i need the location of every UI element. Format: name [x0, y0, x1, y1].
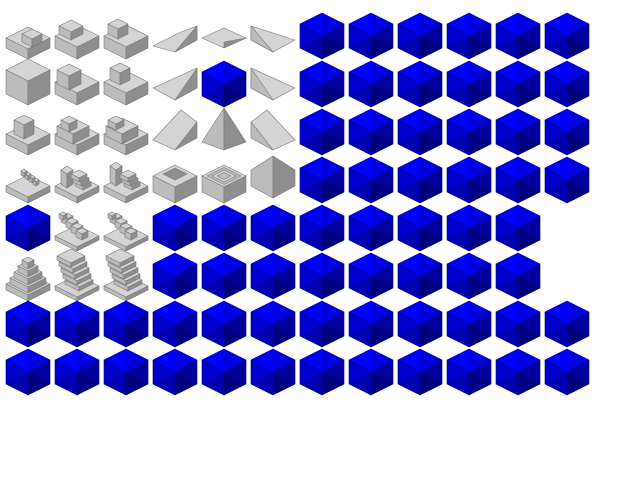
gray-slope-peak-tile: [201, 107, 247, 151]
blue-hex-tile: [250, 348, 296, 396]
blue-hex-tile: [348, 108, 394, 156]
blue-hex-tile: [397, 60, 443, 108]
blue-hex-tile: [201, 348, 247, 396]
gray-block-steps-tile: [54, 115, 100, 156]
blue-hex-tile: [103, 348, 149, 396]
blue-hex-tile: [495, 348, 541, 396]
blue-hex-tile: [299, 300, 345, 348]
blue-hex-tile: [348, 348, 394, 396]
blue-hex-tile: [54, 348, 100, 396]
gray-block-corner-cut-tile: [54, 63, 100, 106]
gray-ramp-flat-sw-tile: [201, 27, 247, 49]
gray-block-steps-right-tile: [103, 115, 149, 156]
blue-hex-tile: [544, 156, 590, 204]
blue-hex-tile: [152, 348, 198, 396]
blue-hex-tile: [299, 108, 345, 156]
blue-hex-tile: [348, 60, 394, 108]
blue-hex-tile: [201, 204, 247, 252]
blue-hex-tile: [152, 204, 198, 252]
gray-ramp-flat-se-tile: [250, 25, 296, 53]
blue-hex-tile: [446, 156, 492, 204]
blue-hex-tile: [397, 12, 443, 60]
blue-hex-tile: [495, 156, 541, 204]
blue-hex-tile: [250, 252, 296, 300]
blue-hex-tile: [348, 12, 394, 60]
blue-hex-tile: [397, 108, 443, 156]
blue-hex-tile: [5, 348, 51, 396]
blue-hex-tile: [54, 300, 100, 348]
blue-hex-tile: [446, 12, 492, 60]
gray-slope-left-tile: [152, 109, 198, 151]
gray-block-corner-cut-right-tile: [103, 62, 149, 106]
blue-hex-tile: [348, 300, 394, 348]
gray-ramp-cross-left-tile: [152, 67, 198, 101]
blue-hex-tile: [397, 204, 443, 252]
gray-slope-right-tile: [250, 109, 296, 151]
blue-hex-tile: [397, 156, 443, 204]
blue-hex-tile: [5, 204, 51, 252]
blue-hex-tile: [544, 60, 590, 108]
blue-hex-tile: [446, 204, 492, 252]
gray-stairs-step-wall-tile: [54, 165, 100, 204]
gray-stairs-tall-right-tile: [103, 248, 149, 302]
blue-hex-tile: [348, 252, 394, 300]
blue-hex-tile: [299, 252, 345, 300]
blue-hex-tile: [495, 108, 541, 156]
blue-hex-tile: [397, 252, 443, 300]
blue-hex-tile: [446, 348, 492, 396]
blue-hex-tile: [495, 300, 541, 348]
blue-hex-tile: [201, 252, 247, 300]
blue-hex-tile: [348, 156, 394, 204]
blue-hex-tile: [544, 12, 590, 60]
blue-hex-tile: [103, 300, 149, 348]
blue-hex-tile: [201, 300, 247, 348]
blue-hex-tile: [495, 204, 541, 252]
gray-stairs-tall-tile: [54, 248, 100, 302]
blue-hex-tile: [5, 300, 51, 348]
gray-stairs-diagonal-right-tile: [103, 211, 149, 252]
blue-hex-tile: [299, 12, 345, 60]
gray-block-full-tile: [5, 58, 51, 106]
gray-stairs-step-wall-right-tile: [103, 161, 149, 204]
blue-hex-tile: [201, 60, 247, 108]
blue-hex-tile: [299, 156, 345, 204]
gray-stairs-low-tile: [5, 168, 51, 204]
blue-hex-tile: [250, 204, 296, 252]
gray-ramp-flat-tile: [152, 25, 198, 53]
blue-hex-tile: [446, 108, 492, 156]
blue-hex-tile: [495, 252, 541, 300]
blue-hex-tile: [446, 300, 492, 348]
gray-ramp-cross-right-tile: [250, 67, 296, 101]
blue-hex-tile: [544, 108, 590, 156]
blue-hex-tile: [397, 300, 443, 348]
gray-block-pillar-tile: [5, 114, 51, 156]
blue-hex-tile: [299, 204, 345, 252]
gray-pyramid-steps-inner-tile: [201, 164, 247, 204]
blue-hex-tile: [544, 348, 590, 396]
gray-block-low-tile: [5, 26, 51, 60]
blue-hex-tile: [446, 252, 492, 300]
blue-hex-tile: [544, 300, 590, 348]
blue-hex-tile: [152, 252, 198, 300]
blue-hex-tile: [348, 204, 394, 252]
blue-hex-tile: [397, 348, 443, 396]
blue-hex-tile: [299, 60, 345, 108]
gray-block-hollow-tile: [152, 164, 198, 204]
gray-pyramid-corner-tile: [250, 155, 296, 199]
blue-hex-tile: [299, 348, 345, 396]
gray-block-low-notch-tile: [54, 19, 100, 60]
gray-pyramid-steps-tile: [5, 256, 51, 302]
blue-hex-tile: [250, 300, 296, 348]
blue-hex-tile: [495, 60, 541, 108]
blue-hex-tile: [152, 300, 198, 348]
blue-hex-tile: [446, 60, 492, 108]
gray-stairs-diagonal-tile: [54, 211, 100, 252]
gray-block-low-step-tile: [103, 18, 149, 60]
blue-hex-tile: [495, 12, 541, 60]
